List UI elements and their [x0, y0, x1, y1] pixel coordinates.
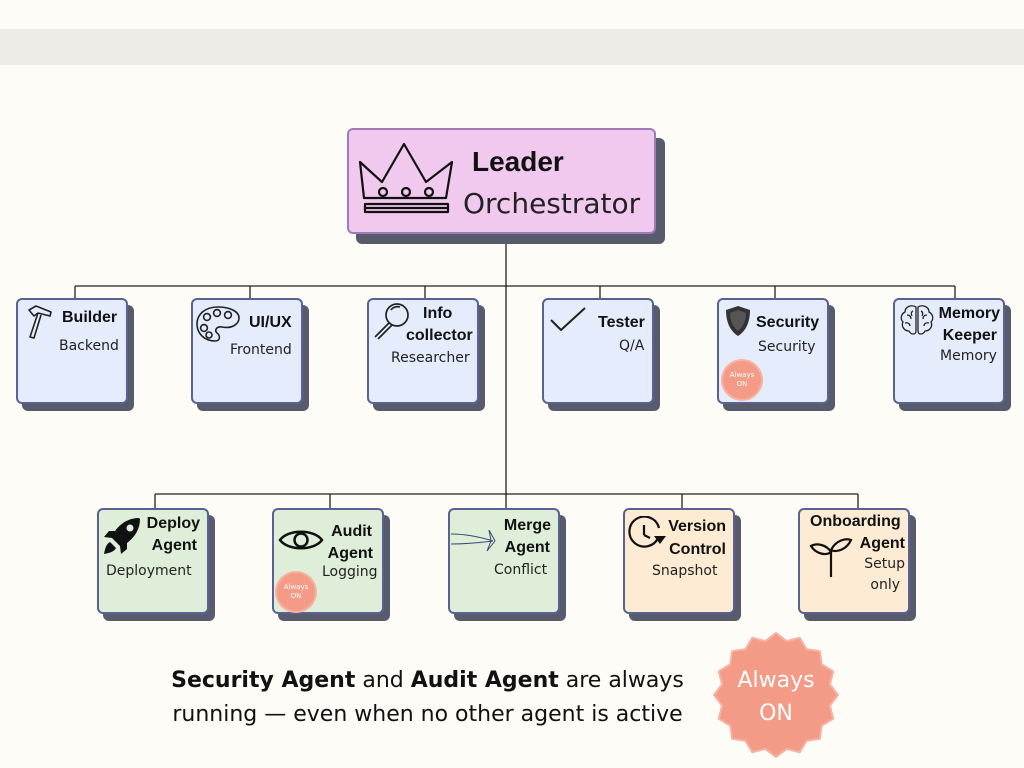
agent-role: Q/A: [619, 338, 645, 354]
agent-name: Security: [756, 314, 820, 331]
merge-arrows-icon: [450, 529, 496, 552]
agent-name: collector: [406, 327, 473, 344]
agent-name: Builder: [62, 309, 118, 326]
agent-role: Deployment: [106, 563, 192, 579]
shield-icon: [726, 306, 750, 336]
always-on-note: Security Agent and Audit Agent are alway…: [171, 668, 684, 727]
agent-node-memory-keeper: [893, 298, 1005, 404]
agent-name: Agent: [327, 545, 373, 562]
agent-role: only: [870, 577, 900, 593]
crown-icon: [358, 142, 454, 214]
top-banner-strip: [0, 29, 1024, 65]
agent-name: Agent: [859, 535, 905, 552]
brain-icon: [900, 305, 934, 335]
agent-name: Tester: [598, 314, 645, 331]
eye-icon: [278, 530, 324, 550]
always-on-seal: [713, 632, 839, 758]
agent-name: Control: [669, 541, 726, 558]
agent-role: Researcher: [391, 350, 470, 366]
agent-name: Agent: [504, 539, 550, 556]
agent-name: Merge: [503, 517, 551, 534]
agent-name: Info: [423, 305, 453, 322]
agent-name: Memory: [938, 305, 1000, 322]
agent-role: Conflict: [494, 562, 548, 578]
agent-role: Backend: [59, 338, 119, 354]
agent-node-merge: [448, 508, 560, 614]
agent-name: Agent: [151, 537, 197, 554]
checkmark-icon: [550, 307, 586, 331]
agent-node-deploy: [97, 508, 209, 614]
hammer-icon: [28, 305, 52, 339]
leader-role: Orchestrator: [463, 187, 641, 220]
agent-node-onboarding: [798, 508, 910, 614]
agent-role: Security: [758, 339, 816, 355]
agent-role: Memory: [940, 348, 997, 364]
agent-name: Onboarding: [810, 513, 901, 530]
clock-restore-icon: [628, 516, 666, 548]
palette-icon: [196, 306, 240, 342]
agent-node-version-control: [623, 508, 735, 614]
leader-title: Leader: [472, 146, 564, 177]
rocket-icon: [104, 518, 140, 554]
sprout-icon: [809, 538, 853, 577]
magnifier-icon: [374, 303, 409, 340]
agent-name: Version: [668, 518, 726, 535]
agent-name: Audit: [331, 523, 372, 540]
agent-name: UI/UX: [249, 314, 292, 331]
agent-role: Setup: [864, 556, 905, 572]
agent-role: Snapshot: [652, 563, 718, 579]
agent-role: Logging: [322, 564, 378, 580]
agent-name: Keeper: [942, 327, 997, 344]
agent-role: Frontend: [230, 342, 292, 358]
agent-name: Deploy: [146, 515, 200, 532]
agent-node-tester: [542, 298, 654, 404]
leader-node: [347, 128, 656, 234]
